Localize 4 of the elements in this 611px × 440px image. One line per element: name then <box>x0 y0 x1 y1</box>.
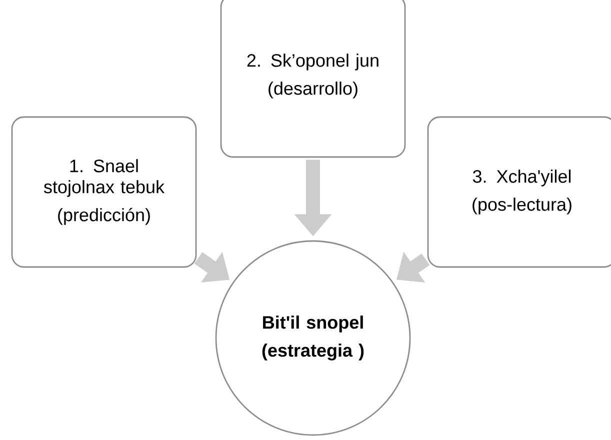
circle-node: Bit'il snopel (estrategia ) <box>215 240 411 436</box>
rounded-box: 1. Snael stojolnax tebuk (predicción) <box>11 116 197 268</box>
rounded-box: 3. Xcha'yilel (pos-lectura) <box>427 116 611 268</box>
rounded-box: 2. Sk’oponel jun (desarrollo) <box>220 0 406 158</box>
